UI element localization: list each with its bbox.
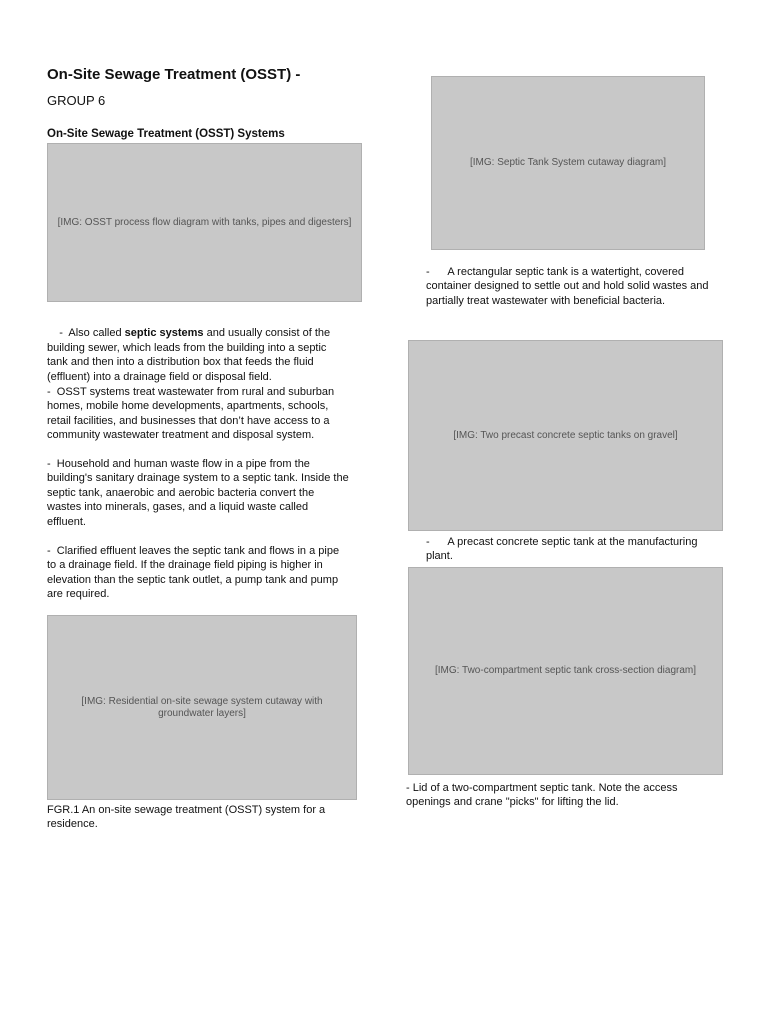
paragraph-septic-systems: - Also called septic systems and usually… (47, 312, 349, 398)
paragraph-1-prefix: - Also called (59, 327, 125, 340)
page-title: On-Site Sewage Treatment (OSST) - (47, 66, 301, 83)
caption-tank-lid: - Lid of a two-compartment septic tank. … (406, 782, 681, 809)
precast-tank-photo: [IMG: Two precast concrete septic tanks … (408, 340, 723, 531)
groundwater-cutaway-image: [IMG: Residential on-site sewage system … (47, 615, 357, 800)
caption-precast-tank: - A precast concrete septic tank at the … (426, 536, 701, 563)
two-compartment-tank-diagram: [IMG: Two-compartment septic tank cross-… (408, 567, 723, 775)
paragraph-1-bold-term: septic systems (124, 327, 204, 340)
paragraph-clarified-effluent: - Clarified effluent leaves the septic t… (47, 545, 343, 601)
process-diagram-image: [IMG: OSST process flow diagram with tan… (47, 143, 362, 302)
paragraph-osst-treatment: - OSST systems treat wastewater from rur… (47, 386, 338, 442)
paragraph-1-suffix: and usually consist of the building sewe… (47, 327, 334, 383)
paragraph-waste-flow: - Household and human waste flow in a pi… (47, 458, 352, 528)
figure-caption: FGR.1 An on-site sewage treatment (OSST)… (47, 804, 329, 831)
section-title: On-Site Sewage Treatment (OSST) Systems (47, 128, 285, 140)
group-label: GROUP 6 (47, 93, 106, 108)
caption-rectangular-tank: - A rectangular septic tank is a waterti… (426, 266, 712, 307)
septic-tank-system-image: [IMG: Septic Tank System cutaway diagram… (431, 76, 705, 250)
